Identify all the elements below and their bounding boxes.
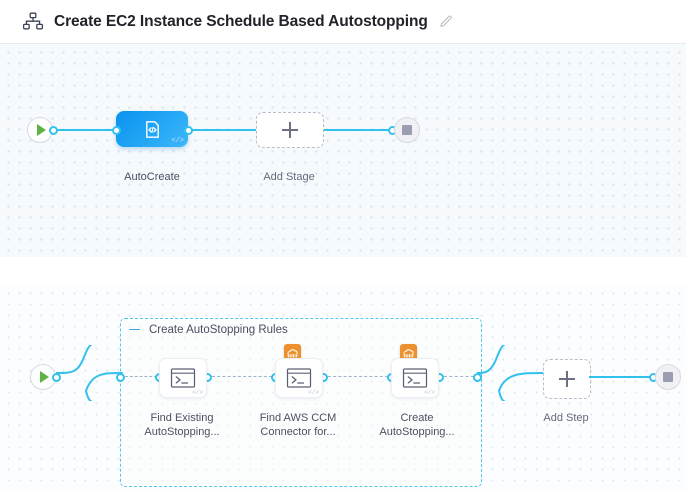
add-stage-button[interactable]	[256, 112, 324, 148]
step-end-node[interactable]	[655, 364, 681, 390]
pipeline-stages-canvas[interactable]: </> AutoCreate Add Stage	[0, 44, 686, 257]
step-group-create-autostopping-rules[interactable]	[120, 318, 482, 487]
stop-square-icon	[402, 125, 412, 135]
step2-label-line1: Find AWS CCM	[259, 412, 337, 424]
stage-output-port[interactable]	[184, 125, 193, 135]
stage-start-node[interactable]	[27, 117, 53, 143]
edge-start-curve	[56, 345, 123, 401]
edge-groupout-curve	[477, 345, 544, 401]
edge-start-to-stage	[50, 129, 116, 131]
shell-terminal-icon	[170, 368, 196, 388]
aws-cloud-icon	[287, 349, 298, 358]
pipeline-steps-canvas[interactable]: Create AutoStopping Rules </> Find Exist…	[0, 285, 686, 491]
pencil-edit-icon[interactable]	[439, 14, 454, 29]
step-card-create-autostopping-rule[interactable]: </>	[391, 358, 439, 398]
stage-input-port[interactable]	[112, 125, 121, 135]
stage-label-autocreate: AutoCreate	[124, 171, 180, 183]
edge-stage-to-addstage	[188, 129, 256, 131]
add-step-button[interactable]	[543, 359, 591, 399]
edge-step1-to-step2	[212, 376, 272, 377]
step1-code-badge: </>	[192, 389, 203, 396]
step-group-title: Create AutoStopping Rules	[149, 323, 288, 336]
stop-square-icon	[663, 372, 673, 382]
shell-terminal-icon	[286, 368, 312, 388]
page-title: Create EC2 Instance Schedule Based Autos…	[54, 12, 428, 30]
step-port-group-in[interactable]	[116, 372, 125, 382]
step3-label-line1: Create	[400, 412, 434, 424]
add-step-label: Add Step	[543, 412, 589, 424]
stage-end-node[interactable]	[394, 117, 420, 143]
stage-node-autocreate[interactable]: </>	[116, 111, 188, 147]
stage-code-badge: </>	[171, 137, 184, 145]
step2-code-badge: </>	[308, 389, 319, 396]
shell-terminal-icon	[402, 368, 428, 388]
step-card-find-existing-autostopping[interactable]: </>	[159, 358, 207, 398]
step1-label-line1: Find Existing	[150, 412, 214, 424]
edge-addstep-to-end	[589, 376, 651, 378]
pipeline-nodes-icon	[22, 11, 44, 33]
step-group-header[interactable]: Create AutoStopping Rules	[128, 323, 288, 336]
minus-collapse-icon[interactable]	[128, 323, 141, 336]
edge-step3-to-groupout	[444, 376, 474, 377]
step1-label-line2: AutoStopping...	[144, 426, 220, 438]
plus-icon	[559, 371, 575, 387]
step3-code-badge: </>	[424, 389, 435, 396]
edge-groupin-to-step1	[125, 376, 157, 377]
play-icon	[37, 124, 46, 136]
edge-step2-to-step3	[328, 376, 388, 377]
step2-label-line2: Connector for...	[260, 426, 336, 438]
plus-icon	[282, 122, 298, 138]
aws-cloud-icon	[403, 349, 414, 358]
play-icon	[40, 371, 49, 383]
edge-addstage-to-end	[322, 129, 390, 131]
step-card-find-aws-ccm-connector[interactable]: </>	[275, 358, 323, 398]
code-template-icon	[145, 120, 159, 138]
step3-label-line2: AutoStopping...	[379, 426, 455, 438]
page-header: Create EC2 Instance Schedule Based Autos…	[0, 0, 686, 44]
add-stage-label: Add Stage	[263, 171, 315, 183]
step2-aws-badge-icon	[284, 344, 301, 361]
step3-aws-badge-icon	[400, 344, 417, 361]
stage-start-port[interactable]	[49, 125, 58, 135]
